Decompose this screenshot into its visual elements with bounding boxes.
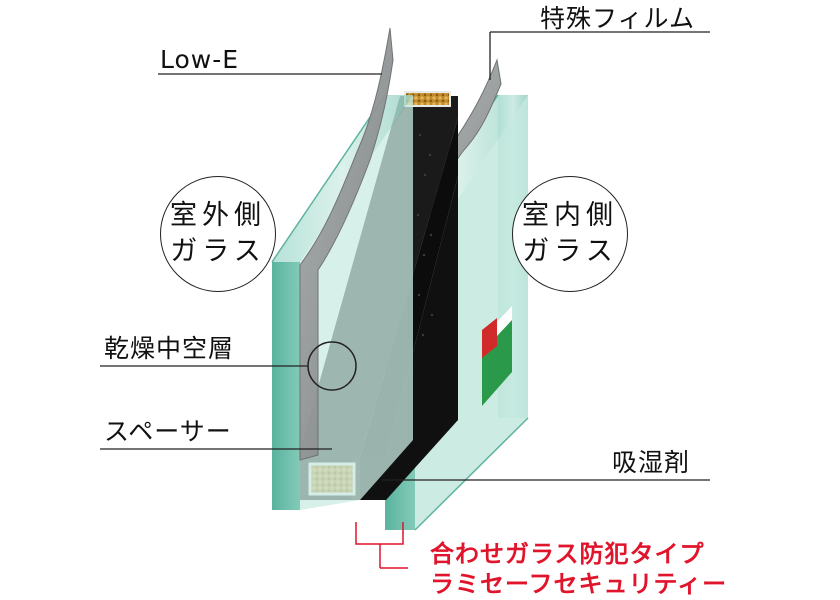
desiccant-label: 吸湿剤	[612, 448, 691, 477]
low-e-label: Low-E	[160, 45, 240, 74]
indoor-glass-callout: 室内側 ガラス	[512, 176, 628, 292]
laminated-type-label: 合わせガラス防犯タイプ	[430, 540, 705, 568]
outdoor-glass-line2: ガラス	[170, 236, 266, 267]
dry-air-layer-label: 乾燥中空層	[104, 334, 235, 363]
special-film-label: 特殊フィルム	[540, 4, 696, 33]
outdoor-glass-callout: 室外側 ガラス	[160, 176, 276, 292]
spacer-label: スペーサー	[104, 417, 232, 446]
leader-lines	[100, 31, 710, 481]
indoor-glass-line1: 室内側	[522, 199, 618, 231]
laminated-bracket	[355, 522, 408, 569]
outdoor-glass-line1: 室外側	[170, 199, 266, 231]
product-label-tag	[482, 306, 512, 406]
low-e-coating	[299, 27, 394, 461]
lamisafe-security-label: ラミセーフセキュリティー	[430, 570, 728, 598]
outdoor-glass-pane	[271, 94, 413, 510]
indoor-glass-line2: ガラス	[522, 236, 618, 267]
